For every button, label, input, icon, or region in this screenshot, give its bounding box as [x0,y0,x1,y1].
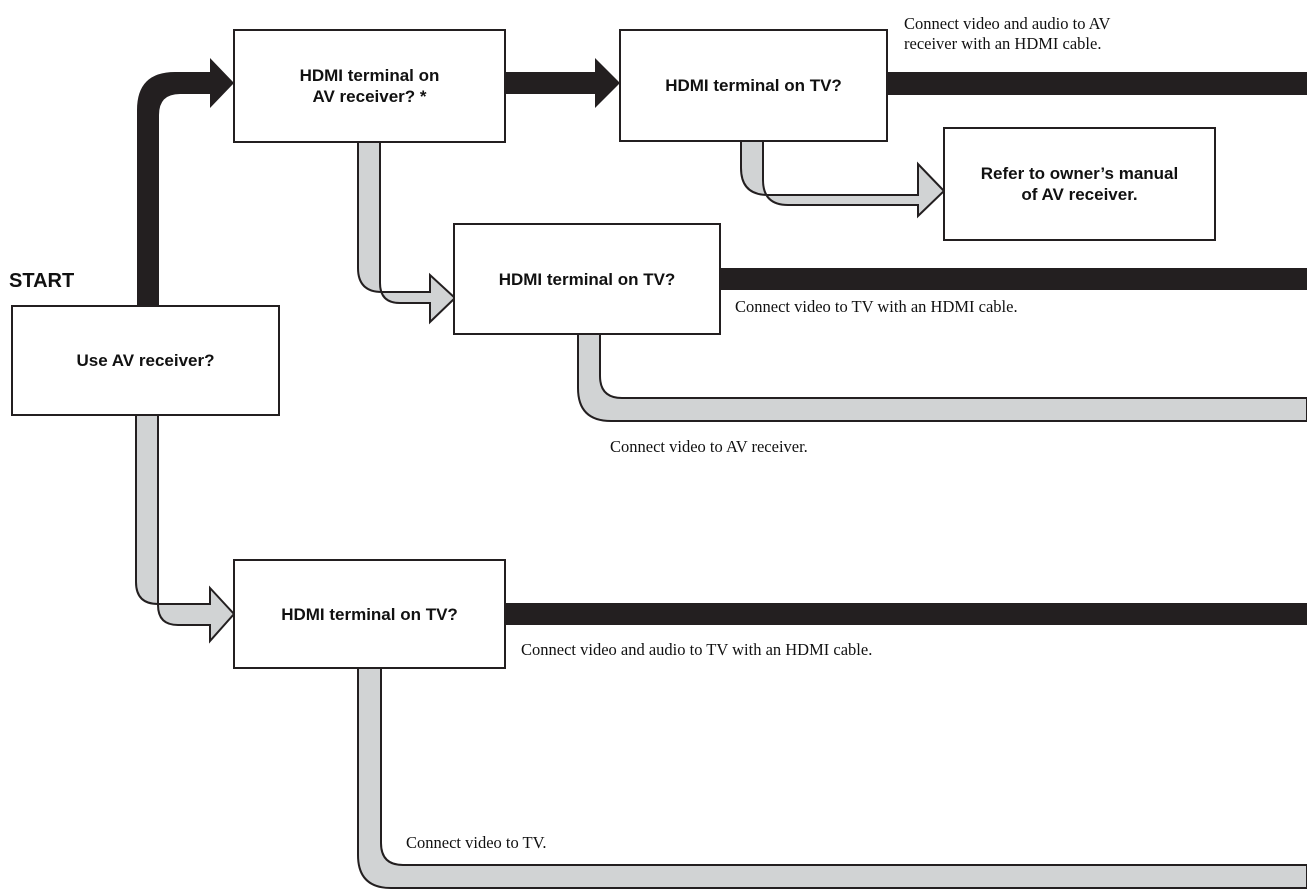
label-tv-video: Connect video to TV. [406,833,547,852]
hdmi-tv-box-3: HDMI terminal on TV? [233,559,506,669]
yes-line-tv3 [505,603,1307,625]
hdmi-av-receiver-box: HDMI terminal on AV receiver? * [233,29,506,143]
hdmi-tv-box-2: HDMI terminal on TV? [453,223,721,335]
yes-line-tv1 [887,72,1307,95]
use-av-receiver-box: Use AV receiver? [11,305,280,416]
label-av-hdmi: Connect video and audio to AV receiver w… [904,14,1111,53]
yes-arrow-hdmi-av-to-tv [505,58,620,108]
hdmi-tv-box-1: HDMI terminal on TV? [619,29,888,142]
label-tv-hdmi-av: Connect video and audio to TV with an HD… [521,640,873,659]
no-line-tv2 [577,333,1307,422]
no-arrow-tv1-to-refer [740,140,946,219]
no-line-tv3 [357,667,1307,889]
yes-line-tv2 [720,268,1307,290]
start-label: START [9,270,75,292]
refer-manual-box: Refer to owner’s manual of AV receiver. [943,127,1216,241]
yes-arrow-start-to-hdmi-av [137,58,234,306]
label-av-video: Connect video to AV receiver. [610,437,808,456]
no-arrow-use-av-down [135,414,236,644]
label-tv-hdmi-video: Connect video to TV with an HDMI cable. [735,297,1018,316]
no-arrow-hdmi-av-down [357,141,457,325]
